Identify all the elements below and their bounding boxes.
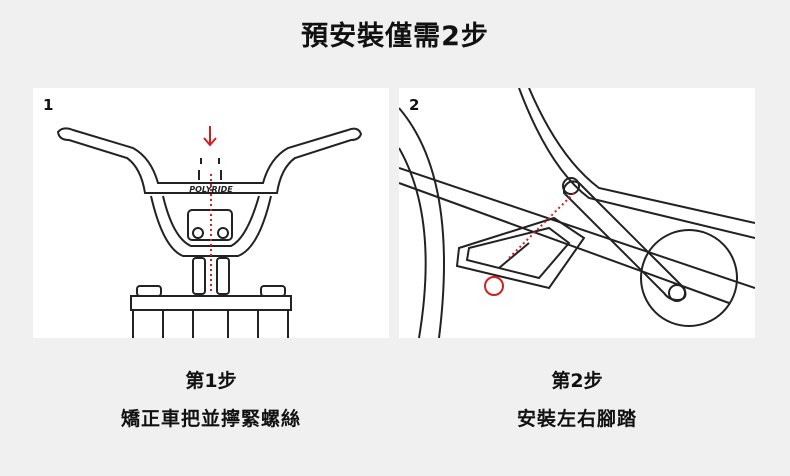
pedal-drawing (399, 88, 755, 338)
step-1-number: 1 (43, 96, 54, 114)
rotate-arrow-icon (484, 276, 504, 296)
step-2-number: 2 (409, 96, 420, 114)
step-2-description: 安裝左右腳踏 (516, 408, 637, 430)
page-title: 預安裝僅需2步 (301, 21, 489, 52)
step-1-label: 第1步 (185, 370, 237, 392)
step-1-illustration: 1 POLYRIDE (33, 88, 389, 338)
down-arrow-icon (203, 126, 217, 147)
step-1-description: 矯正車把並擰緊螺絲 (120, 408, 301, 430)
handlebar-drawing: POLYRIDE (56, 126, 363, 338)
step-2-illustration: 2 (399, 88, 755, 338)
step-2-label: 第2步 (551, 370, 603, 392)
